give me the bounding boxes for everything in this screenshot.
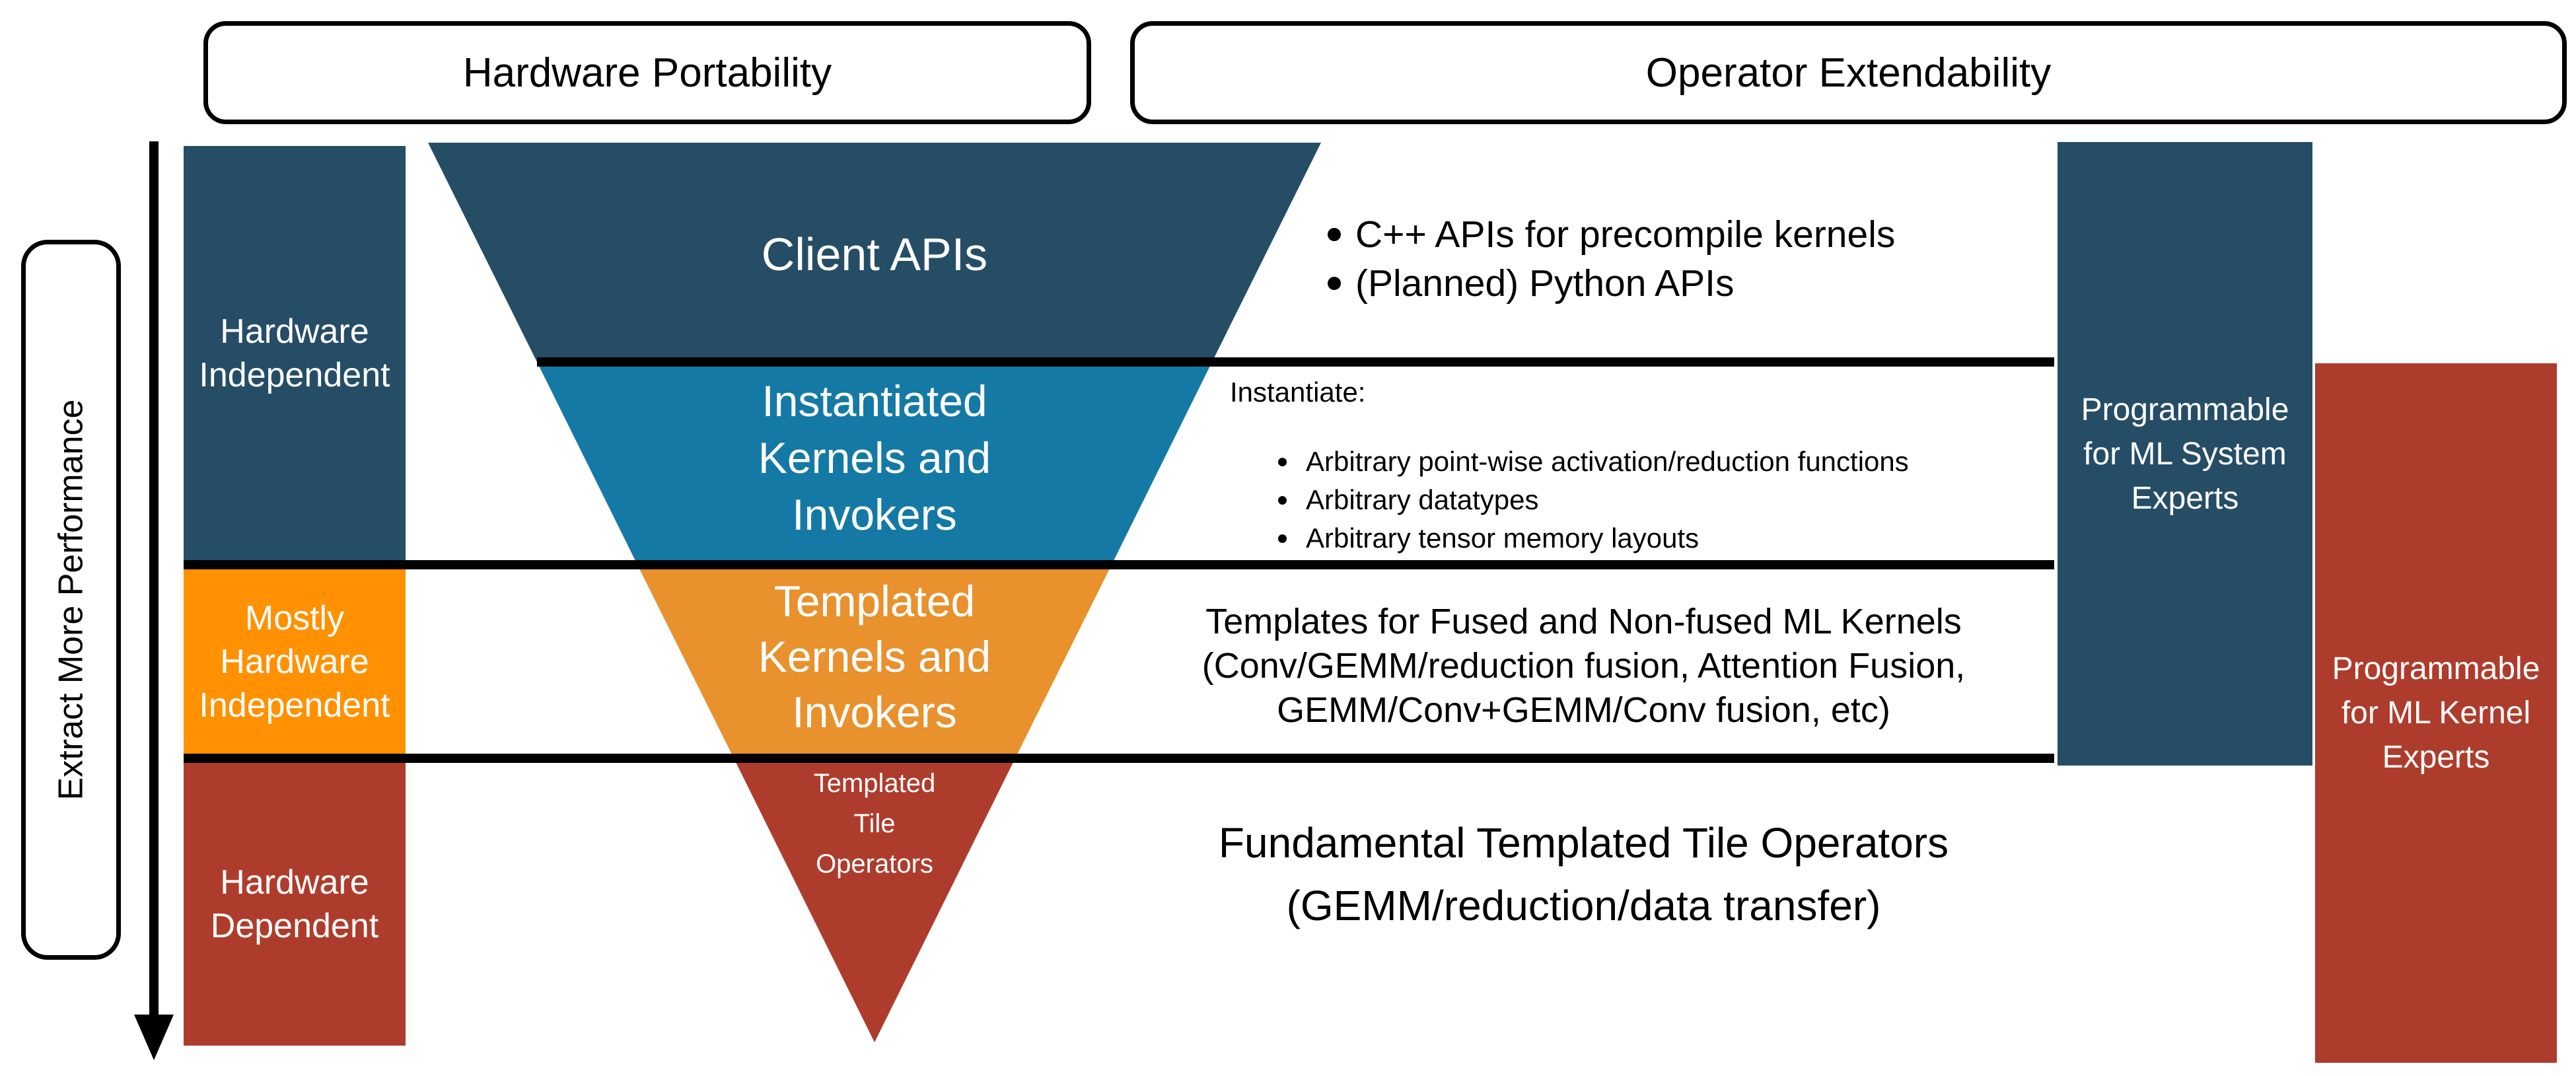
programmable-ml-kernel-experts-box: Programmable for ML Kernel Experts [2315, 363, 2557, 1063]
hardware-portability-pill: Hardware Portability [203, 21, 1091, 124]
list-item: (Planned) Python APIs [1328, 259, 1895, 308]
instantiated-kernels-label: Instantiated Kernels and Invokers [758, 377, 991, 539]
templated-tile-operators-label: Templated Tile Operators [813, 769, 936, 879]
bullet-text: Arbitrary point-wise activation/reductio… [1306, 446, 1909, 477]
bullet-icon [1278, 495, 1287, 505]
hardware-dependent-label: Hardware Dependent [210, 863, 379, 945]
bullet-text: C++ APIs for precompile kernels [1355, 213, 1896, 256]
performance-arrow-shaft [149, 141, 159, 1019]
list-item: Arbitrary datatypes [1278, 481, 1909, 519]
client-api-bullet-list: C++ APIs for precompile kernels (Planned… [1328, 210, 1895, 308]
extract-more-performance-pill: Extract More Performance [21, 240, 121, 960]
separator-line-1 [537, 357, 2054, 367]
instantiate-bullet-list: Arbitrary point-wise activation/reductio… [1278, 443, 1909, 557]
list-item: C++ APIs for precompile kernels [1328, 210, 1895, 259]
funnel-band-client-apis [428, 143, 1321, 362]
performance-arrow-head-icon [134, 1015, 174, 1060]
hardware-portability-label: Hardware Portability [462, 50, 832, 96]
extract-more-performance-label: Extract More Performance [52, 399, 90, 801]
templates-description: Templates for Fused and Non-fused ML Ker… [1201, 602, 1966, 730]
bullet-text: Arbitrary tensor memory layouts [1306, 522, 1699, 554]
bullet-icon [1328, 228, 1341, 241]
operator-extendability-label: Operator Extendability [1645, 50, 2052, 96]
programmable-ml-system-experts-label: Programmable for ML System Experts [2081, 392, 2289, 516]
programmable-ml-kernel-experts-label: Programmable for ML Kernel Experts [2332, 651, 2540, 775]
funnel-band-tile-operators [734, 758, 1015, 1042]
instantiate-heading: Instantiate: [1230, 377, 1366, 408]
client-apis-label: Client APIs [761, 229, 988, 280]
bullet-icon [1278, 534, 1287, 543]
bullet-text: Arbitrary datatypes [1306, 484, 1539, 515]
hardware-dependent-box: Hardware Dependent [184, 763, 406, 1046]
list-item: Arbitrary point-wise activation/reductio… [1278, 443, 1909, 481]
separator-line-3 [184, 754, 2054, 763]
bullet-icon [1328, 277, 1341, 290]
bullet-text: (Planned) Python APIs [1355, 262, 1735, 305]
bullet-icon [1278, 457, 1287, 466]
hardware-independent-box: Hardware Independent [184, 146, 406, 560]
operator-extendability-pill: Operator Extendability [1130, 21, 2567, 124]
programmable-ml-system-experts-box: Programmable for ML System Experts [2057, 142, 2312, 766]
funnel-band-templated-kernels [637, 565, 1112, 758]
templated-kernels-label: Templated Kernels and Invokers [758, 577, 991, 736]
separator-line-2 [184, 560, 2054, 569]
fundamental-description: Fundamental Templated Tile Operators (GE… [1218, 819, 1949, 929]
list-item: Arbitrary tensor memory layouts [1278, 519, 1909, 557]
mostly-hardware-independent-label: Mostly Hardware Independent [199, 598, 390, 725]
mostly-hardware-independent-box: Mostly Hardware Independent [184, 569, 406, 754]
hardware-independent-label: Hardware Independent [199, 312, 390, 394]
funnel-band-instantiated [537, 362, 1212, 565]
